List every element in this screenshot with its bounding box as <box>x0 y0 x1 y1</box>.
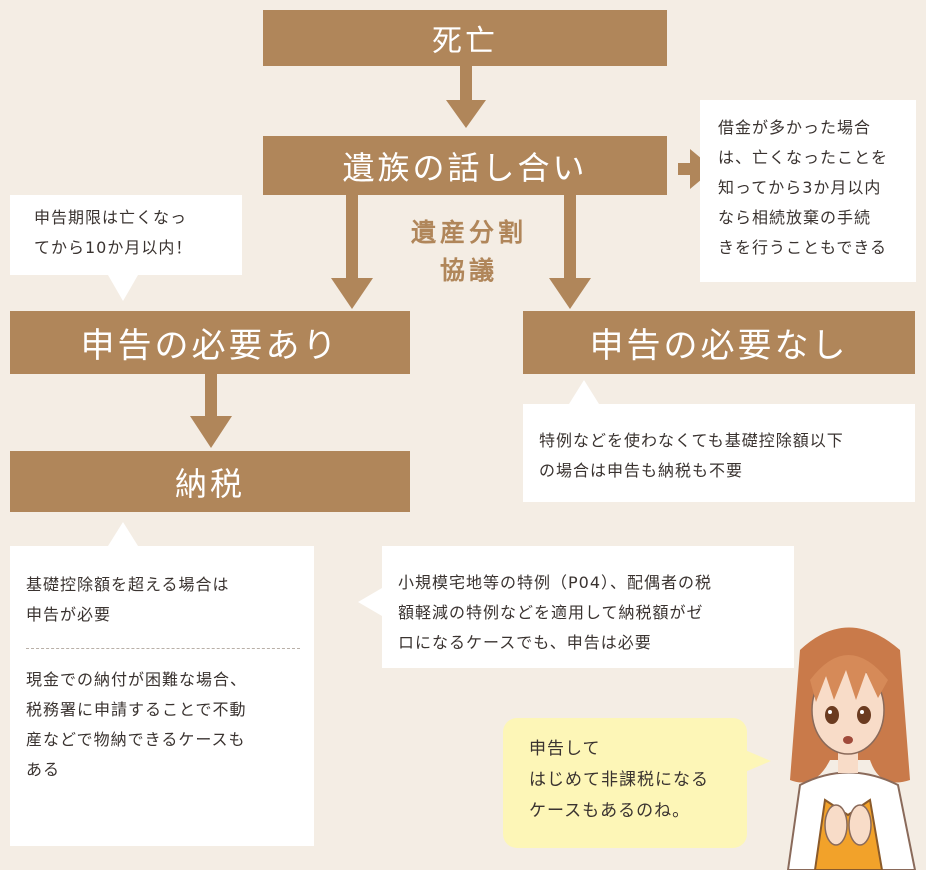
node-filing-required-label: 申告の必要あり <box>80 326 340 366</box>
emphasis-line-1: 遺産分割 <box>410 218 527 247</box>
note-deadline-tail <box>108 275 138 301</box>
character-illustration <box>786 627 917 870</box>
speech-line-1: 申告して <box>529 739 601 759</box>
arrow-talk-to-filing-not-required <box>549 195 591 309</box>
node-family-talk-label: 遺族の話し合い <box>342 148 588 187</box>
note-debt-line-4: なら相続放棄の手続 <box>718 208 872 227</box>
node-death-label: 死亡 <box>432 24 498 59</box>
arrow-death-to-talk <box>446 66 486 128</box>
note-debt-line-5: きを行うこともできる <box>718 238 888 257</box>
note-debt-line-1: 借金が多かった場合 <box>718 118 872 137</box>
note-in-kind-line-3: 産などで物納できるケースも <box>26 730 246 749</box>
node-family-talk: 遺族の話し合い <box>263 136 667 195</box>
note-in-kind-line-4: ある <box>26 760 61 779</box>
note-no-filing-line-1: 特例などを使わなくても基礎控除額以下 <box>539 431 844 450</box>
node-filing-not-required-label: 申告の必要なし <box>589 326 849 366</box>
note-exceed-and-in-kind: 基礎控除額を超える場合は 申告が必要 現金での納付が困難な場合、 税務署に申請す… <box>10 546 314 846</box>
note-in-kind-line-1: 現金での納付が困難な場合、 <box>26 670 248 689</box>
inheritance-division-label: 遺産分割 協議 <box>376 214 562 290</box>
dashed-divider <box>26 648 300 649</box>
note-in-kind-line-2: 税務署に申請することで不動 <box>26 700 247 719</box>
arrow-filing-to-tax <box>190 374 232 448</box>
note-special-line-3: ロになるケースでも、申告は必要 <box>398 633 652 652</box>
node-tax-payment: 納税 <box>10 451 410 512</box>
note-special-line-1: 小規模宅地等の特例（P04）、配偶者の税 <box>398 573 713 592</box>
node-death: 死亡 <box>263 10 667 66</box>
note-deadline: 申告期限は亡くなっ てから10か月以内！ <box>10 195 242 275</box>
speech-line-3: ケースもあるのね。 <box>529 801 691 821</box>
speech-bubble: 申告して はじめて非課税になる ケースもあるのね。 <box>503 718 747 848</box>
note-no-filing: 特例などを使わなくても基礎控除額以下 の場合は申告も納税も不要 <box>523 404 915 502</box>
note-special-rules: 小規模宅地等の特例（P04）、配偶者の税 額軽減の特例などを適用して納税額がゼ … <box>382 546 794 668</box>
note-deadline-line-2: てから10か月以内！ <box>34 238 193 257</box>
note-exceed-line-2: 申告が必要 <box>26 605 112 624</box>
note-debt-line-3: 知ってから3か月以内 <box>718 178 882 197</box>
node-filing-required: 申告の必要あり <box>10 311 410 374</box>
note-exceed-line-1: 基礎控除額を超える場合は <box>26 575 230 594</box>
speech-bubble-tail <box>745 750 771 772</box>
emphasis-line-2: 協議 <box>439 256 498 285</box>
node-tax-payment-label: 納税 <box>174 464 245 503</box>
note-deadline-line-1: 申告期限は亡くなっ <box>34 208 188 227</box>
note-special-line-2: 額軽減の特例などを適用して納税額がゼ <box>398 603 704 622</box>
note-special-tail <box>358 588 382 616</box>
speech-line-2: はじめて非課税になる <box>529 770 709 790</box>
note-debt: 借金が多かった場合 は、亡くなったことを 知ってから3か月以内 なら相続放棄の手… <box>700 100 916 282</box>
note-no-filing-line-2: の場合は申告も納税も不要 <box>539 461 744 480</box>
note-no-filing-tail <box>569 380 599 404</box>
note-exceed-tail <box>108 522 138 546</box>
node-filing-not-required: 申告の必要なし <box>523 311 915 374</box>
note-debt-line-2: は、亡くなったことを <box>718 148 889 167</box>
arrow-talk-to-filing-required <box>331 195 373 309</box>
